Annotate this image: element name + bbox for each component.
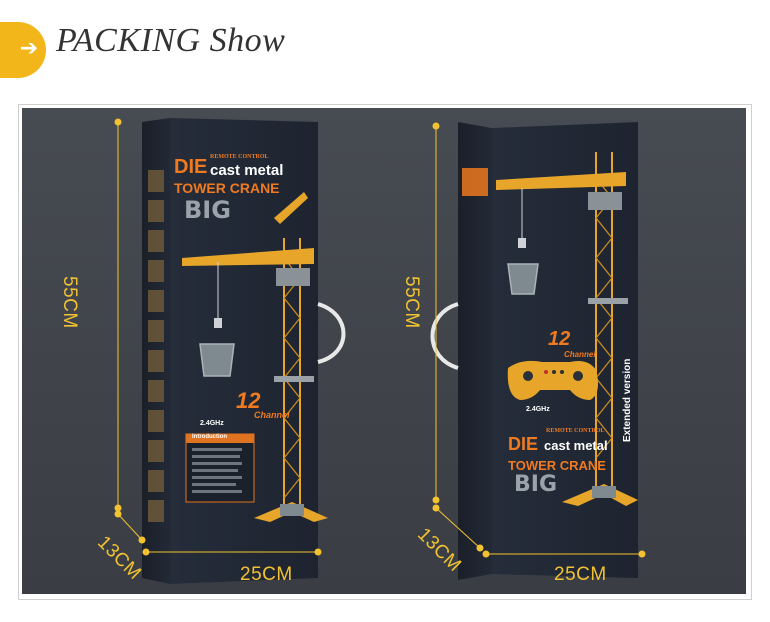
left-channel-number: 12 — [236, 388, 261, 413]
right-channel-word: Channel — [564, 350, 596, 359]
right-height-label: 55CM — [401, 276, 422, 329]
right-die-text: DIE — [508, 434, 539, 454]
left-height-label: 55CM — [59, 276, 80, 329]
arrow-right-icon: ➔ — [16, 36, 42, 62]
right-box — [430, 122, 638, 580]
right-frequency: 2.4GHz — [526, 406, 550, 413]
section-title: PACKING Show — [56, 22, 286, 59]
left-die-text: DIE — [174, 156, 208, 178]
packaging-photo: DIE REMOTE CONTROL cast metal TOWER CRAN… — [22, 108, 746, 594]
left-big-text: BIG — [184, 196, 231, 224]
left-intro-heading: Introduction — [192, 434, 227, 440]
arrow-badge: ➔ — [0, 22, 46, 78]
right-extended-version: Extended version — [622, 358, 633, 442]
left-cast-metal-text: cast metal — [210, 162, 284, 179]
left-remote-control-text: REMOTE CONTROL — [210, 154, 269, 160]
remote-controller-image — [507, 360, 598, 400]
right-tower-crane-text: TOWER CRANE — [508, 458, 606, 473]
left-frequency: 2.4GHz — [200, 420, 224, 427]
right-width-label: 25CM — [554, 564, 607, 585]
section-header: ➔ PACKING Show — [0, 0, 770, 90]
right-cast-metal-text: cast metal — [544, 438, 608, 453]
right-remote-control-text: REMOTE CONTROL — [546, 428, 605, 434]
left-channel-word: Channel — [254, 410, 290, 420]
right-big-text: BIG — [514, 472, 558, 497]
dimension-lines — [114, 118, 646, 558]
left-box — [142, 118, 346, 584]
left-tower-crane-text: TOWER CRANE — [174, 180, 280, 196]
right-channel-number: 12 — [548, 328, 571, 350]
left-width-label: 25CM — [240, 564, 293, 585]
